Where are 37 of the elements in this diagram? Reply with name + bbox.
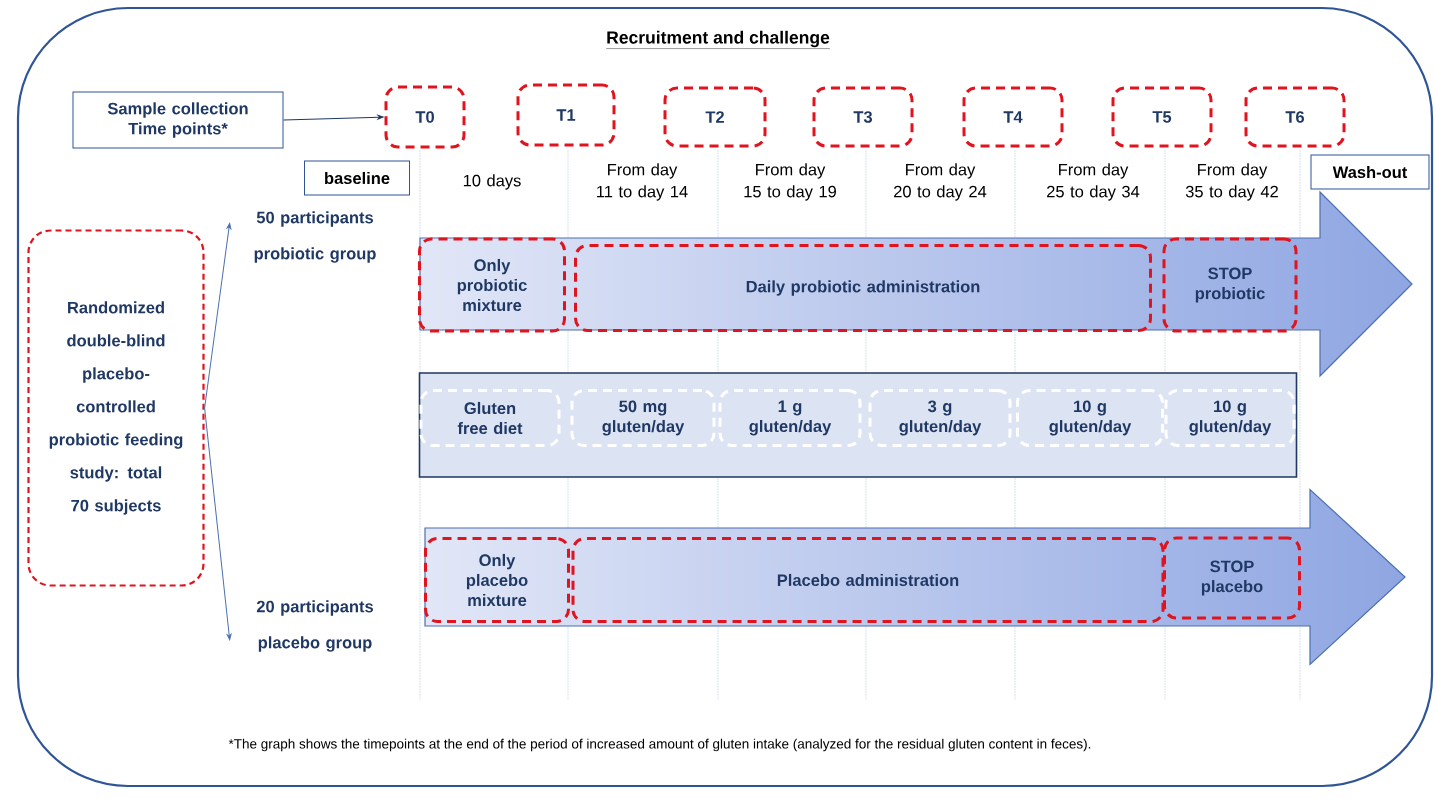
dashed-box: Gluten free diet xyxy=(419,389,561,447)
dashed-box: 10 g gluten/day xyxy=(1016,389,1164,447)
dashed-box: Only probiotic mixture xyxy=(418,237,566,333)
period-label: From day 25 to day 34 xyxy=(1047,163,1140,201)
period-label: 10 days xyxy=(463,174,521,190)
label-box: Sample collection Time points* xyxy=(72,91,284,149)
dashed-box: T1 xyxy=(516,83,616,147)
dashed-box: Randomized double-blind placebo-controlled probiotic feeding study: total 70 subjects xyxy=(27,229,205,587)
dashed-box: T6 xyxy=(1244,86,1346,148)
dashed-box: STOP probiotic xyxy=(1162,237,1298,333)
arrow xyxy=(204,222,232,409)
label-box: baseline xyxy=(304,160,410,196)
dashed-box: 50 mg gluten/day xyxy=(570,389,716,447)
dashed-box: T2 xyxy=(663,86,767,148)
period-label: From day 20 to day 24 xyxy=(894,163,987,201)
dashed-box: Only placebo mixture xyxy=(424,537,570,623)
group-label: 20 participants placebo group xyxy=(256,600,373,652)
dashed-box: Placebo administration xyxy=(571,537,1165,623)
label-box: Wash-out xyxy=(1310,154,1430,190)
title: Recruitment and challenge xyxy=(605,30,831,49)
dashed-box: T4 xyxy=(962,86,1064,148)
dashed-box: T5 xyxy=(1111,86,1213,148)
footnote: *The graph shows the timepoints at the end of the period of increased amount of gluten intake (analyzed for the residual gluten content in feces). xyxy=(228,738,1091,752)
dashed-box: STOP placebo xyxy=(1163,536,1301,620)
gluten-panel xyxy=(418,372,1298,478)
arrow xyxy=(283,114,384,121)
period-label: From day 15 to day 19 xyxy=(744,163,836,201)
period-label: From day 35 to day 42 xyxy=(1185,163,1278,201)
dashed-box: Daily probiotic administration xyxy=(574,244,1152,332)
group-label: 50 participants probiotic group xyxy=(254,211,376,263)
dashed-box: 3 g gluten/day xyxy=(868,389,1012,447)
period-label: From day 11 to day 14 xyxy=(597,163,688,201)
dashed-box: T3 xyxy=(812,86,914,148)
dashed-box: T0 xyxy=(384,85,466,149)
dashed-box: 10 g gluten/day xyxy=(1164,389,1296,447)
arrow xyxy=(204,407,232,641)
dashed-box: 1 g gluten/day xyxy=(718,389,862,447)
